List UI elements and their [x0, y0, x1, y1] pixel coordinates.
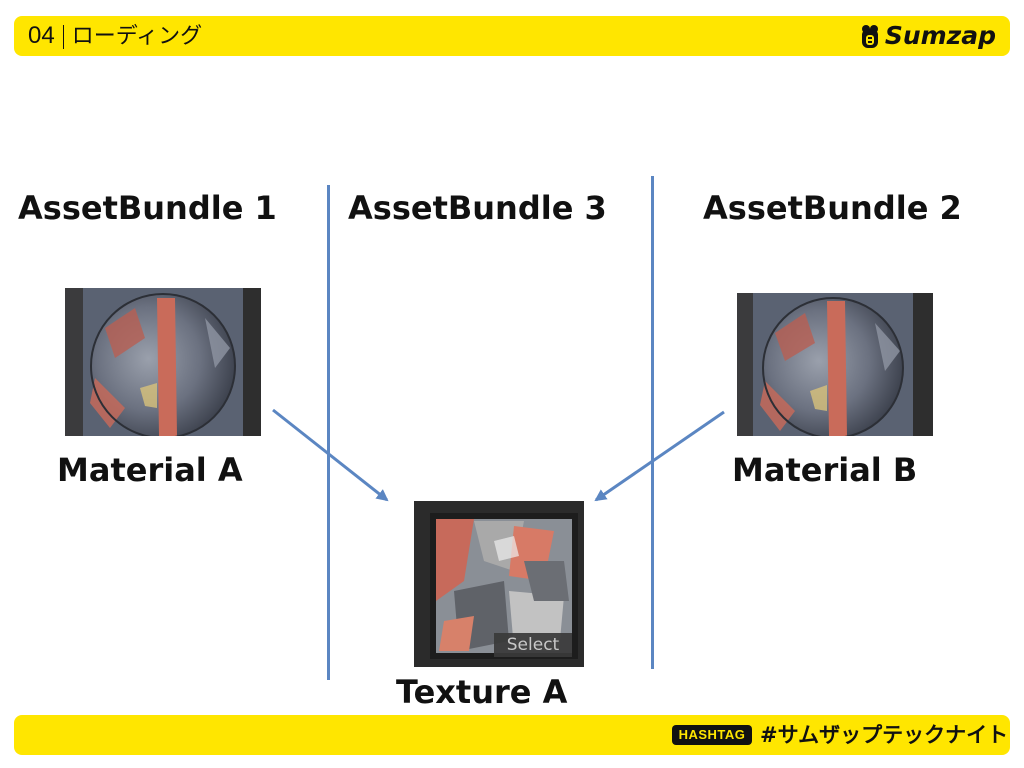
- footer-bar: HASHTAG #サムザップテックナイト: [14, 715, 1010, 755]
- bundle-title-2: AssetBundle 2: [703, 189, 962, 227]
- hashtag-badge: HASHTAG: [672, 725, 752, 745]
- bundle-title-3: AssetBundle 3: [348, 189, 607, 227]
- arrow-material-b-to-texture: [594, 410, 725, 502]
- texture-a-thumbnail: Select: [414, 501, 584, 667]
- material-sphere-icon: [737, 293, 933, 436]
- bundle-title-1: AssetBundle 1: [18, 189, 277, 227]
- divider-right: [651, 176, 654, 669]
- material-a-label: Material A: [57, 451, 243, 489]
- texture-select-button[interactable]: Select: [506, 635, 560, 655]
- material-a-thumbnail: [65, 288, 261, 436]
- header-bar: 04 ローディング Sumzap: [14, 16, 1010, 56]
- section-number: 04: [28, 22, 55, 49]
- sumzap-logo: Sumzap: [859, 21, 996, 51]
- hashtag-text: #サムザップテックナイト: [760, 723, 1009, 747]
- arrow-material-a-to-texture: [272, 408, 389, 502]
- divider-left: [327, 185, 330, 680]
- material-b-thumbnail: [737, 293, 933, 436]
- section-separator: [62, 25, 64, 49]
- sumzap-mascot-icon: [861, 25, 878, 48]
- section-heading: 04 ローディング: [28, 20, 202, 52]
- logo-text: Sumzap: [884, 21, 996, 50]
- texture-a-label: Texture A: [396, 673, 568, 711]
- section-title: ローディング: [71, 24, 203, 49]
- material-sphere-icon: [65, 288, 261, 436]
- material-b-label: Material B: [732, 451, 918, 489]
- texture-image-icon: [414, 501, 584, 667]
